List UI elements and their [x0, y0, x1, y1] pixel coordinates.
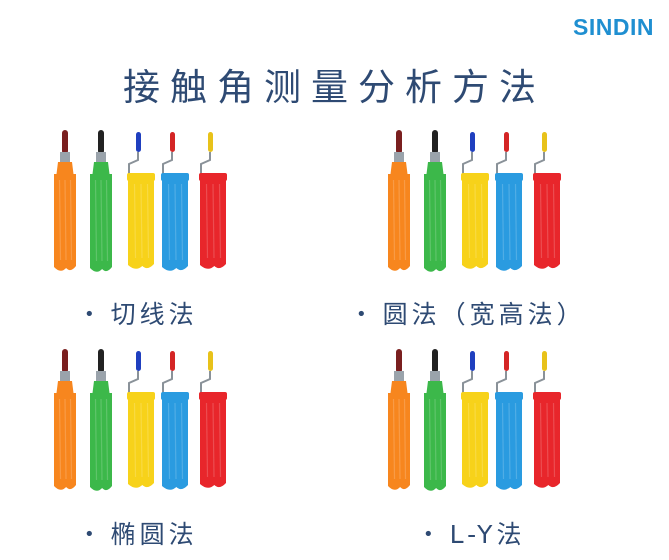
method-label: L-Y法	[449, 520, 526, 549]
bullet-icon: •	[84, 524, 95, 545]
paint-stroke	[534, 178, 560, 269]
method-label: 椭圆法	[110, 520, 198, 549]
method-tangent: • 切线法	[84, 295, 198, 331]
brush-ferrule	[96, 152, 106, 162]
brush-ferrule	[430, 152, 440, 162]
roller-handle	[470, 351, 475, 371]
roller-frame	[162, 371, 173, 393]
roller-cover	[199, 392, 227, 400]
method-label: 切线法	[110, 300, 198, 329]
roller-handle	[170, 132, 175, 152]
roller-cover	[461, 173, 489, 181]
roller-handle	[136, 351, 141, 371]
brush-handle	[98, 349, 104, 373]
roller-frame	[200, 152, 211, 174]
paint-strokes-graphic	[388, 130, 561, 272]
roller-frame	[534, 371, 545, 393]
roller-handle	[208, 132, 213, 152]
roller-cover	[495, 392, 523, 400]
paint-strokes-graphic	[54, 349, 227, 491]
paint-stroke	[90, 393, 112, 491]
roller-frame	[462, 152, 473, 174]
brush-bristles	[56, 162, 74, 178]
roller-cover	[161, 392, 189, 400]
brush-bristles	[56, 381, 74, 397]
roller-handle	[542, 132, 547, 152]
roller-handle	[542, 351, 547, 371]
paint-stroke	[496, 178, 522, 271]
method-label: 圆法（宽高法）	[382, 300, 586, 329]
brush-ferrule	[394, 371, 404, 381]
brush-handle	[62, 130, 68, 154]
paint-stroke	[162, 397, 188, 490]
paint-stroke	[388, 393, 410, 490]
brush-handle	[432, 349, 438, 373]
paint-stroke	[534, 397, 560, 488]
roller-cover	[495, 173, 523, 181]
brush-handle	[432, 130, 438, 154]
paint-stroke	[90, 174, 112, 272]
roller-cover	[127, 392, 155, 400]
brush-bristles	[426, 381, 444, 397]
paint-stroke	[388, 174, 410, 271]
roller-frame	[496, 371, 507, 393]
brush-ferrule	[430, 371, 440, 381]
brush-bristles	[92, 162, 110, 178]
roller-cover	[161, 173, 189, 181]
roller-cover	[533, 173, 561, 181]
brush-handle	[396, 349, 402, 373]
paint-stroke	[200, 397, 226, 488]
bullet-icon: •	[356, 304, 367, 325]
roller-handle	[504, 351, 509, 371]
roller-frame	[128, 371, 139, 393]
roller-handle	[470, 132, 475, 152]
paint-stroke	[496, 397, 522, 490]
roller-handle	[170, 351, 175, 371]
paint-stroke	[462, 178, 488, 269]
paint-strokes-graphic	[54, 130, 227, 272]
roller-cover	[533, 392, 561, 400]
roller-frame	[534, 152, 545, 174]
brush-handle	[396, 130, 402, 154]
paint-stroke	[54, 174, 76, 271]
paint-stroke	[128, 397, 154, 488]
paint-strokes-graphic	[388, 349, 561, 491]
brush-bristles	[92, 381, 110, 397]
roller-frame	[462, 371, 473, 393]
brush-ferrule	[96, 371, 106, 381]
brush-bristles	[390, 381, 408, 397]
brush-bristles	[426, 162, 444, 178]
roller-handle	[208, 351, 213, 371]
bullet-icon: •	[423, 524, 434, 545]
roller-cover	[127, 173, 155, 181]
roller-frame	[200, 371, 211, 393]
paint-stroke	[54, 393, 76, 490]
roller-frame	[128, 152, 139, 174]
brush-handle	[98, 130, 104, 154]
roller-handle	[504, 132, 509, 152]
brush-ferrule	[60, 152, 70, 162]
paint-stroke	[424, 393, 446, 491]
brush-bristles	[390, 162, 408, 178]
roller-frame	[496, 152, 507, 174]
roller-handle	[136, 132, 141, 152]
paint-stroke	[128, 178, 154, 269]
paint-stroke	[162, 178, 188, 271]
roller-cover	[461, 392, 489, 400]
brush-ferrule	[394, 152, 404, 162]
page-title: 接触角测量分析方法	[123, 66, 546, 109]
paint-stroke	[462, 397, 488, 488]
method-ellipse: • 椭圆法	[84, 515, 198, 551]
roller-frame	[162, 152, 173, 174]
roller-cover	[199, 173, 227, 181]
method-ly: • L-Y法	[423, 515, 525, 551]
method-circle: • 圆法（宽高法）	[356, 295, 586, 331]
paint-stroke	[424, 174, 446, 272]
paint-stroke	[200, 178, 226, 269]
sindin-logo: SINDIN	[573, 14, 654, 40]
bullet-icon: •	[84, 304, 95, 325]
brush-handle	[62, 349, 68, 373]
brush-ferrule	[60, 371, 70, 381]
